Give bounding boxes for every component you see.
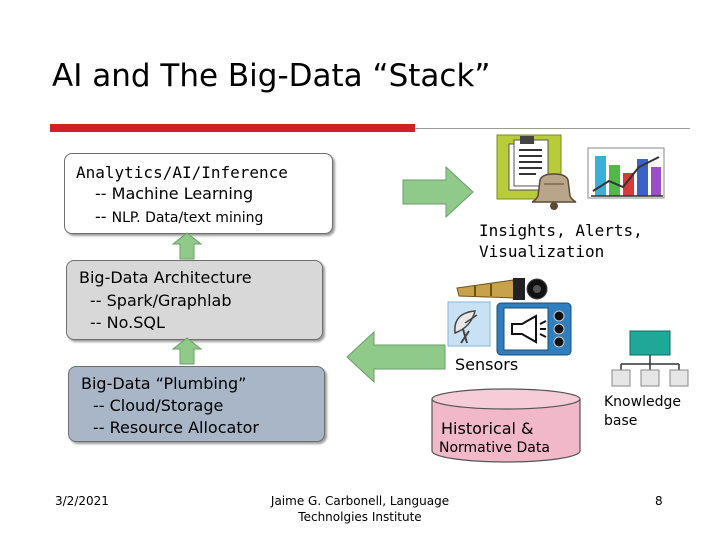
satellite-dish-icon <box>447 301 491 347</box>
historical-label-line1: Historical & <box>441 419 534 438</box>
architecture-item-nosql: -- No.SQL <box>90 313 165 332</box>
analytics-item-nlp-text: NLP. Data/text mining <box>111 210 264 226</box>
footer-page-number: 8 <box>655 494 663 508</box>
architecture-title: Big-Data Architecture <box>79 268 252 287</box>
analytics-title: Analytics/AI/Inference <box>76 163 288 182</box>
title-accent-bar <box>50 124 415 132</box>
hierarchy-tree-icon <box>611 330 689 387</box>
plumbing-item-cloud: -- Cloud/Storage <box>93 396 224 415</box>
knowledge-label-line2: base <box>604 413 638 429</box>
insights-label-line1: Insights, Alerts, <box>479 221 643 240</box>
footer-date: 3/2/2021 <box>55 494 109 508</box>
title-rule-line <box>415 128 690 129</box>
architecture-item-spark: -- Spark/Graphlab <box>90 291 232 310</box>
analytics-item-nlp-prefix: -- <box>95 207 112 226</box>
telescope-icon <box>456 278 548 300</box>
knowledge-label-line1: Knowledge <box>604 394 681 410</box>
plumbing-title: Big-Data “Plumbing” <box>81 374 247 393</box>
footer-author-line1: Jaime G. Carbonell, Language <box>270 494 450 508</box>
architecture-box: Big-Data Architecture -- Spark/Graphlab … <box>66 260 323 340</box>
slide-title: AI and The Big-Data “Stack” <box>52 58 491 94</box>
analytics-item-nlp: -- NLP. Data/text mining <box>95 207 263 226</box>
footer-author-line2: Technolgies Institute <box>298 510 422 524</box>
up-arrow-upper <box>171 232 203 260</box>
analytics-item-ml: -- Machine Learning <box>95 184 254 203</box>
bar-chart-icon <box>587 147 665 199</box>
database-cylinder-icon <box>431 388 581 463</box>
left-arrow-sensors <box>346 330 446 384</box>
plumbing-item-resource: -- Resource Allocator <box>93 418 259 437</box>
right-arrow-insights <box>402 165 474 219</box>
up-arrow-lower <box>171 337 203 365</box>
plumbing-box: Big-Data “Plumbing” -- Cloud/Storage -- … <box>68 366 325 442</box>
megaphone-device-icon <box>496 302 572 356</box>
sensors-label: Sensors <box>455 355 519 374</box>
insights-label-line2: Visualization <box>479 242 605 261</box>
historical-label-line2: Normative Data <box>439 440 550 456</box>
analytics-box: Analytics/AI/Inference -- Machine Learni… <box>64 153 333 234</box>
documents-bell-icon <box>496 134 577 210</box>
